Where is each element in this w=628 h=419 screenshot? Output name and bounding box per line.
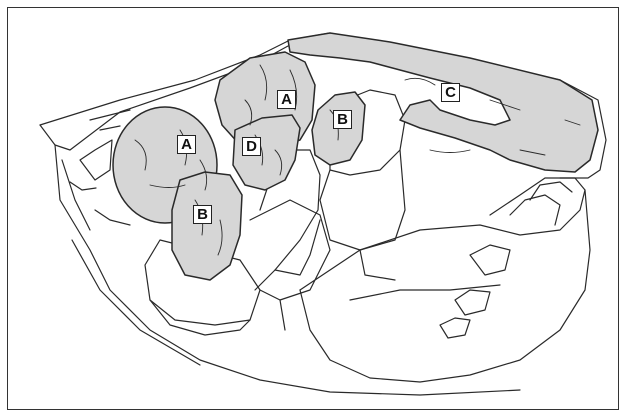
side-airbag-b-driver bbox=[171, 171, 243, 281]
label-b-driver: B bbox=[193, 205, 212, 224]
center-console bbox=[249, 199, 331, 301]
curtain-airbag-c bbox=[287, 32, 599, 173]
label-c-curtain: C bbox=[441, 83, 460, 102]
label-a-passenger: A bbox=[277, 90, 296, 109]
label-a-driver: A bbox=[177, 135, 196, 154]
label-b-passenger: B bbox=[333, 110, 352, 129]
knee-airbag-d bbox=[232, 114, 301, 191]
dashboard bbox=[54, 144, 521, 396]
floor-line bbox=[71, 239, 201, 366]
rear-seat bbox=[299, 177, 586, 291]
label-d-knee: D bbox=[242, 137, 261, 156]
